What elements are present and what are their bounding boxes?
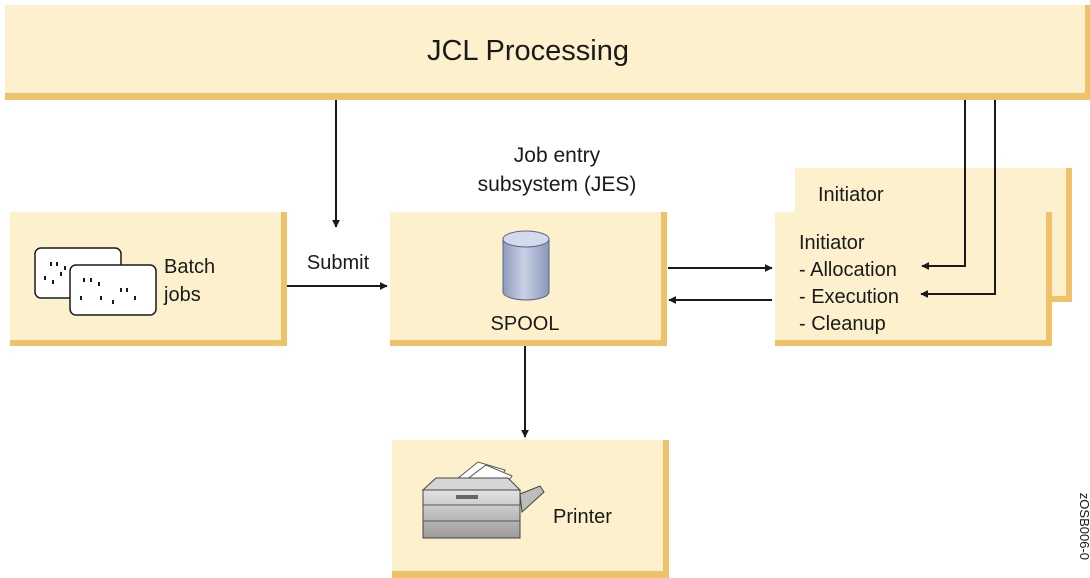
jes-box: SPOOL <box>390 212 667 346</box>
jes-label-2: subsystem (JES) <box>478 173 637 196</box>
figure-id: zOSB006-0 <box>1077 493 1090 560</box>
spool-cylinder-icon <box>502 230 550 301</box>
printer-box: Printer <box>392 440 669 578</box>
batch-jobs-box: Batch jobs <box>10 212 287 346</box>
initiator-step-cleanup: - Cleanup <box>799 313 886 335</box>
submit-label: Submit <box>307 252 370 274</box>
initiator-step-execution: - Execution <box>799 286 899 308</box>
initiator-title: Initiator <box>799 232 865 254</box>
arrow-jcl-to-allocation <box>921 100 966 270</box>
initiator-box: Initiator - Allocation - Execution - Cle… <box>775 212 1052 346</box>
jcl-processing-title: JCL Processing <box>427 35 629 67</box>
spool-label: SPOOL <box>491 313 560 335</box>
batch-jobs-label-2: jobs <box>163 284 201 306</box>
initiator-back-label: Initiator <box>818 184 884 206</box>
batch-jobs-label-1: Batch <box>164 256 215 278</box>
jes-label-1: Job entry <box>514 144 601 167</box>
jcl-processing-box: JCL Processing <box>5 5 1090 100</box>
printer-icon <box>421 461 545 539</box>
arrow-jcl-to-execution <box>920 100 996 298</box>
printer-label: Printer <box>553 506 612 528</box>
initiator-step-allocation: - Allocation <box>799 259 897 281</box>
punch-card-icon <box>34 247 157 316</box>
connector-lines <box>287 100 996 438</box>
